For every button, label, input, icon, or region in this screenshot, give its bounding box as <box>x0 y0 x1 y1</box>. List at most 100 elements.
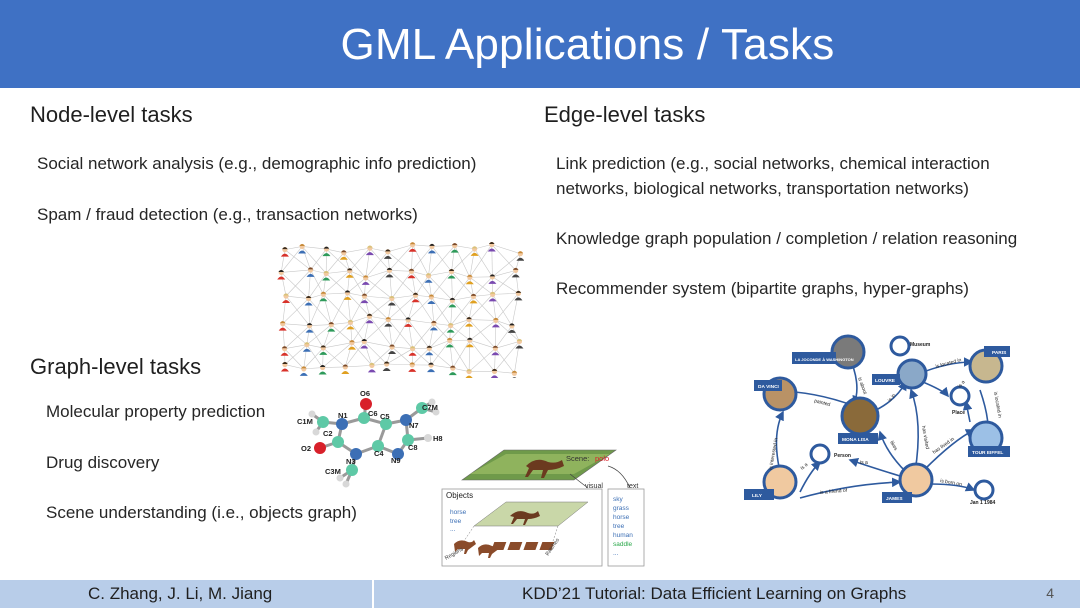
molecule-illustration: O6 C7M C1M N1 C6 C5 N7 C2 C8 H8 O2 N3 C4… <box>290 384 450 494</box>
graph-level-item-3: Scene understanding (i.e., objects graph… <box>46 503 357 522</box>
node-level-heading: Node-level tasks <box>30 102 193 127</box>
text-term-horse: horse <box>613 514 630 521</box>
graph-level-heading: Graph-level tasks <box>30 354 202 379</box>
atom-label-o6: O6 <box>360 389 370 398</box>
social-network-person-icon <box>388 344 397 354</box>
social-network-person-icon <box>341 364 350 374</box>
atom-label-n3: N3 <box>346 457 356 466</box>
edge-level-heading: Edge-level tasks <box>544 102 706 127</box>
text-term-more: ... <box>613 550 619 557</box>
atom-label-c5: C5 <box>380 412 390 421</box>
atom-label-o2: O2 <box>301 444 311 453</box>
atom-label-c3m: C3M <box>325 467 341 476</box>
social-network-person-icon <box>385 267 394 278</box>
social-network-person-icon <box>322 246 331 257</box>
social-network-person-icon <box>427 243 436 254</box>
edge-level-item-1-line-1: Link prediction (e.g., social networks, … <box>556 154 990 173</box>
social-network-person-icon <box>339 250 348 260</box>
social-network-person-icon <box>319 345 328 355</box>
social-network-person-icon <box>445 337 454 348</box>
slide-title: GML Applications / Tasks <box>340 20 835 69</box>
social-network-person-icon <box>429 320 438 331</box>
atom-label-n7: N7 <box>409 421 419 430</box>
edge-level-item-2: Knowledge graph population / completion … <box>556 229 1018 248</box>
social-network-person-icon <box>411 292 420 303</box>
footer-left-bar <box>0 580 372 608</box>
kg-edge-has-visited: has visited <box>920 425 930 450</box>
kg-node-da-vinci: DA VINCI <box>758 384 780 390</box>
kg-node-lily: LILY <box>752 493 763 499</box>
kg-node-mona-lisa: MONA LISA <box>842 437 869 443</box>
visual-label: visual <box>585 483 603 490</box>
social-network-person-icon <box>491 317 500 328</box>
social-network-person-icon <box>327 322 336 332</box>
knowledge-graph-illustration: LA JOCONDE À WASHINGTON PARIS DA VINCI L… <box>740 330 1040 510</box>
social-network-person-icon <box>280 346 289 356</box>
social-network-person-icon <box>491 345 500 356</box>
social-network-person-icon <box>516 251 524 261</box>
social-network-person-icon <box>361 275 370 285</box>
social-network-person-icon <box>448 365 457 376</box>
text-term-sky: sky <box>613 496 624 503</box>
social-network-person-icon <box>387 295 396 306</box>
social-network-person-icon <box>346 319 355 330</box>
node-level-item-1: Social network analysis (e.g., demograph… <box>37 154 477 173</box>
text-term-human: human <box>613 532 633 539</box>
atom-label-h8: H8 <box>433 434 443 443</box>
social-network-person-icon <box>345 268 354 278</box>
social-network-person-icon <box>408 346 417 356</box>
object-more: ... <box>450 526 456 533</box>
social-network-person-icon <box>383 249 392 259</box>
social-network-person-icon <box>448 297 457 308</box>
social-network-person-icon <box>487 241 496 252</box>
kg-edge-likes: likes <box>888 440 898 452</box>
social-network-person-icon <box>360 338 369 349</box>
social-network-person-icon <box>365 313 374 324</box>
kg-edge-is-born-on: is born on <box>940 478 963 488</box>
atom-label-c6: C6 <box>368 409 378 418</box>
kg-edge-is-a-friend-of: is a friend of <box>820 488 848 496</box>
social-network-person-icon <box>305 323 314 333</box>
footer-authors: C. Zhang, J. Li, M. Jiang <box>88 584 273 603</box>
social-network-person-icon <box>404 317 413 327</box>
kg-node-date: Jan 1 1984 <box>970 500 996 506</box>
object-tree: tree <box>450 518 462 525</box>
text-term-grass: grass <box>613 505 630 512</box>
kg-node-tour-eiffel: TOUR EIFFEL <box>972 450 1003 456</box>
social-network-person-icon <box>424 273 433 283</box>
kg-edge-is-in: is in <box>887 392 897 403</box>
scene-graph-diagram: Scene: polo visual text Objects horse tr… <box>441 449 645 567</box>
social-network-person-icon <box>427 362 436 373</box>
objects-label: Objects <box>446 491 473 500</box>
social-network-person-icon <box>278 321 287 331</box>
social-network-person-icon <box>465 368 473 378</box>
social-network-person-icon <box>511 370 518 378</box>
social-network-person-icon <box>302 342 311 352</box>
kg-node-james: JAMES <box>886 496 903 502</box>
atom-label-n9: N9 <box>391 456 401 465</box>
title-bar: GML Applications / Tasks <box>0 0 1080 88</box>
social-network-person-icon <box>318 364 327 375</box>
social-network-person-icon <box>488 274 497 284</box>
social-network-person-icon <box>465 337 474 348</box>
social-network-person-icon <box>488 291 497 302</box>
node-level-item-2: Spam / fraud detection (e.g., transactio… <box>37 205 418 224</box>
social-network-person-icon <box>322 270 331 281</box>
footer-event: KDD’21 Tutorial: Data Efficient Learning… <box>522 584 907 603</box>
social-network-person-icon <box>490 368 499 378</box>
kg-node-museum: Museum <box>910 342 931 348</box>
kg-edge-is-a-2: is a <box>799 462 809 472</box>
object-horse: horse <box>450 509 467 516</box>
social-network-person-icon <box>450 242 459 253</box>
scene-label: Scene: <box>566 454 589 463</box>
social-network-person-icon <box>319 291 328 302</box>
text-label: text <box>627 483 638 490</box>
social-network-person-icon <box>298 243 307 254</box>
social-network-person-icon <box>277 269 286 280</box>
text-term-saddle: saddle <box>613 541 633 548</box>
social-network-person-icon <box>408 242 417 252</box>
atom-label-c8: C8 <box>408 443 418 452</box>
social-network-person-icon <box>407 268 416 279</box>
kg-node-louvre: LOUVRE <box>875 378 896 384</box>
kg-edge-is-located-in-2: is located in <box>992 391 1003 418</box>
